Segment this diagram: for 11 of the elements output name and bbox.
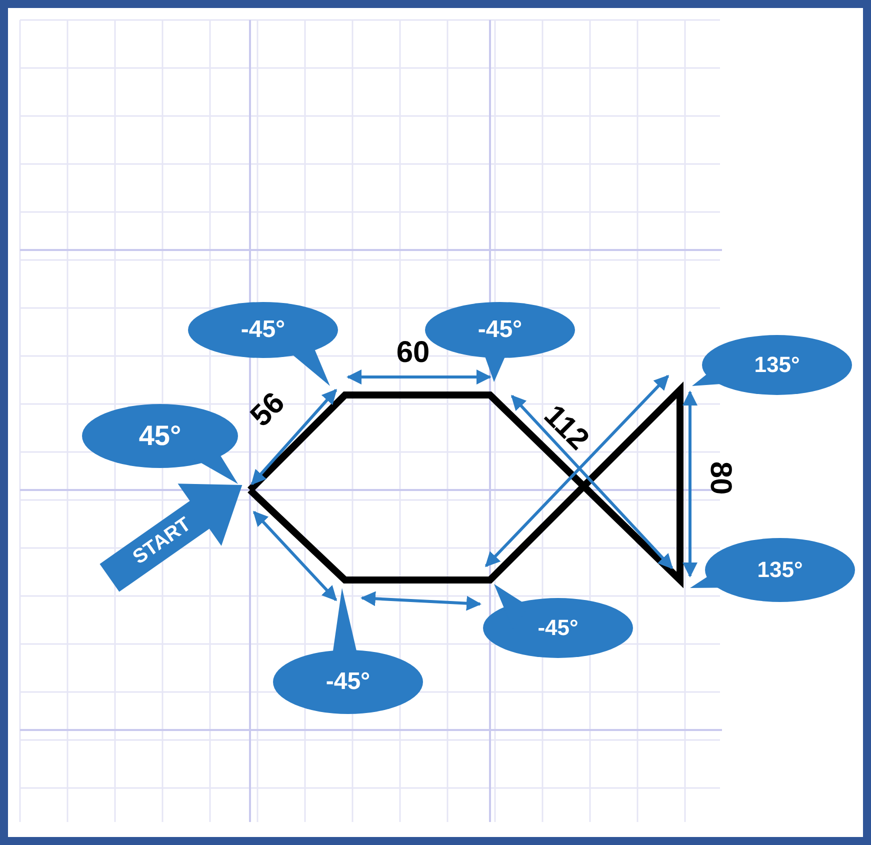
angle-label: 45° bbox=[138, 422, 182, 450]
dimension-label: 56 bbox=[246, 388, 290, 432]
angle-label: -45° bbox=[240, 318, 286, 342]
dimension-label: 60 bbox=[396, 338, 430, 368]
angle-label: 135° bbox=[757, 559, 803, 581]
angle-label: 135° bbox=[754, 354, 800, 376]
angle-label: -45° bbox=[326, 670, 370, 694]
angle-label: -45° bbox=[538, 617, 578, 639]
angle-label: -45° bbox=[478, 318, 522, 342]
dimension-label: 112 bbox=[538, 400, 594, 456]
dimension-label: 80 bbox=[705, 461, 735, 495]
